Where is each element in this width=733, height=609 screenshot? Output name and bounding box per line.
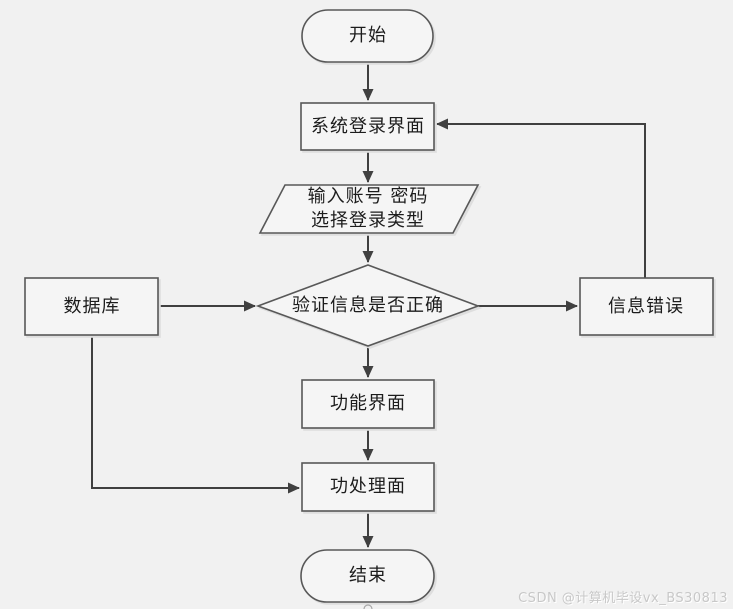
verify-node-label: 验证信息是否正确 xyxy=(292,295,444,316)
input-node-label: 输入账号 密码 选择登录类型 xyxy=(308,185,429,233)
function-process-shape xyxy=(301,379,435,429)
database-process-shape xyxy=(24,277,159,336)
login-node-label: 系统登录界面 xyxy=(311,116,425,137)
csdn-watermark: CSDN @计算机毕设vx_BS30813 xyxy=(518,591,728,606)
input-node-label-line2: 选择登录类型 xyxy=(310,210,425,231)
shapes xyxy=(24,9,714,609)
edge-database-process xyxy=(91,335,300,494)
input-node-label-line1: 输入账号 密码 xyxy=(307,186,429,207)
function-node-label: 功能界面 xyxy=(330,393,406,414)
error-process-shape xyxy=(579,277,714,336)
start-node-label: 开始 xyxy=(349,25,387,46)
login-process-shape xyxy=(300,102,435,151)
end-terminator-shape xyxy=(300,549,435,603)
process-process-shape xyxy=(301,462,435,512)
edge-error-login xyxy=(436,118,646,278)
cutoff-mark xyxy=(363,604,373,609)
input-io-shape xyxy=(258,184,480,234)
start-terminator-shape xyxy=(301,9,434,63)
database-node-label: 数据库 xyxy=(63,296,121,317)
connectors xyxy=(91,62,646,548)
error-node-label: 信息错误 xyxy=(608,296,684,317)
process-node-label: 功处理面 xyxy=(330,476,406,497)
verify-decision-shape xyxy=(255,264,481,347)
end-node-label: 结束 xyxy=(349,565,387,586)
